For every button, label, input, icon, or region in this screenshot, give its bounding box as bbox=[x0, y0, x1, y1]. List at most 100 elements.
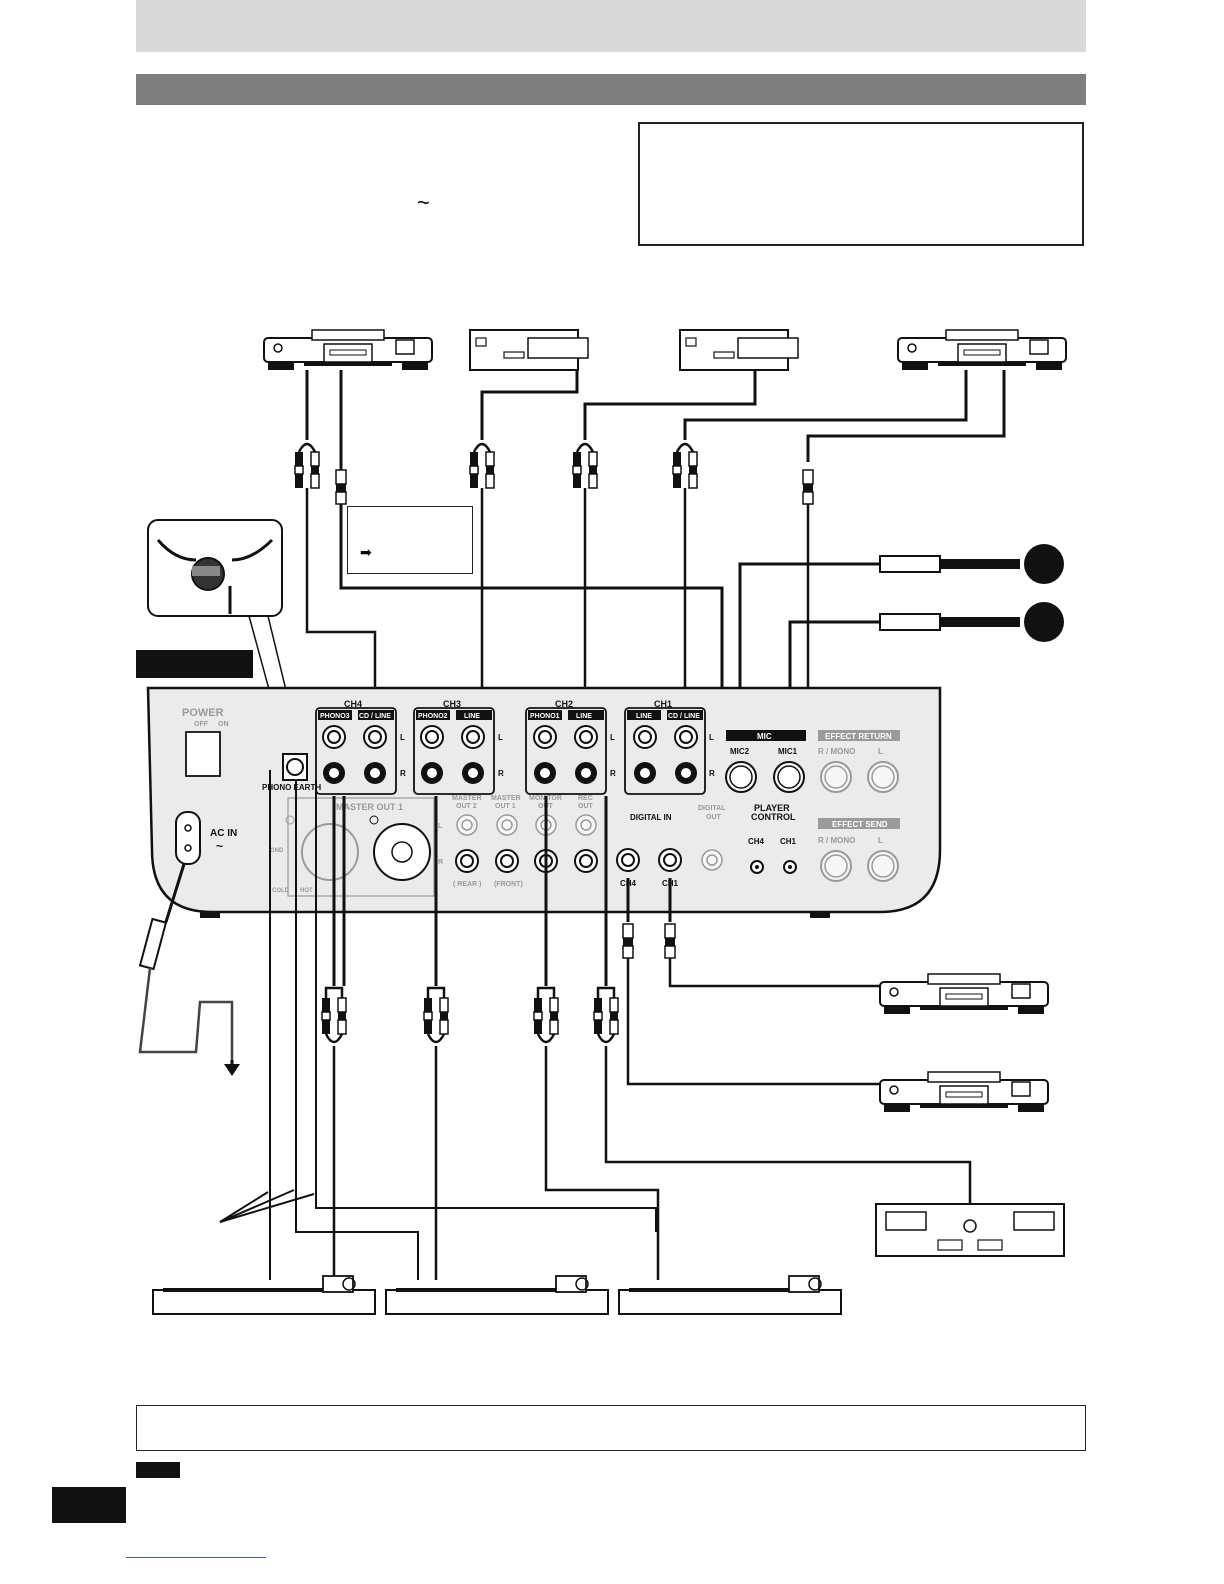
svg-text:COLD: COLD bbox=[272, 888, 290, 894]
header-band bbox=[136, 0, 1086, 52]
turntable-3 bbox=[617, 1274, 843, 1316]
phono-earth-terminal[interactable]: PHONO EARTH bbox=[262, 753, 321, 792]
rca-plug-bottom-2 bbox=[423, 997, 449, 1035]
svg-text:CH4: CH4 bbox=[748, 837, 765, 846]
cd-player-digital-ch1 bbox=[879, 973, 1049, 1015]
rca-plug-bottom-1 bbox=[321, 997, 347, 1035]
svg-text:R: R bbox=[709, 769, 715, 778]
channel-ch3: CH3 PHONO2 LINE bbox=[413, 699, 495, 795]
svg-text:CH4: CH4 bbox=[344, 699, 362, 709]
footer-link-underline[interactable] bbox=[126, 1557, 266, 1558]
svg-text:OUT: OUT bbox=[706, 814, 722, 821]
svg-text:L: L bbox=[498, 733, 503, 742]
svg-text:OUT: OUT bbox=[578, 803, 594, 810]
svg-text:CH1: CH1 bbox=[654, 699, 672, 709]
svg-text:L: L bbox=[709, 733, 714, 742]
svg-text:LINE: LINE bbox=[576, 713, 592, 720]
svg-text:MIC2: MIC2 bbox=[730, 747, 750, 756]
page-number-tab bbox=[52, 1487, 126, 1523]
rear-panel bbox=[146, 686, 942, 918]
svg-text:PHONO1: PHONO1 bbox=[530, 713, 560, 720]
svg-text:R / MONO: R / MONO bbox=[818, 836, 855, 845]
footer-note-box bbox=[136, 1405, 1086, 1451]
svg-text:MASTER: MASTER bbox=[452, 795, 482, 802]
svg-text:R / MONO: R / MONO bbox=[818, 747, 855, 756]
mic-inputs: MIC MIC2 MIC1 bbox=[725, 730, 806, 793]
power-switch[interactable]: POWER OFF ON bbox=[182, 707, 229, 777]
svg-text:L: L bbox=[438, 823, 443, 830]
svg-text:MASTER OUT 1: MASTER OUT 1 bbox=[336, 802, 403, 812]
md-deck-left bbox=[469, 329, 589, 371]
svg-text:MIC: MIC bbox=[757, 732, 772, 741]
svg-text:L: L bbox=[878, 747, 883, 756]
svg-text:L: L bbox=[878, 836, 883, 845]
control-plug-right bbox=[802, 469, 814, 505]
svg-text:DIGITAL IN: DIGITAL IN bbox=[630, 813, 672, 822]
svg-text:POWER: POWER bbox=[182, 707, 224, 719]
svg-text:R: R bbox=[400, 769, 406, 778]
rca-plug-bottom-3 bbox=[533, 997, 559, 1035]
cd-player-right bbox=[897, 329, 1067, 371]
digital-plug-ch4 bbox=[622, 923, 634, 959]
svg-text:L: L bbox=[610, 733, 615, 742]
rear-panel-tag bbox=[136, 650, 253, 678]
svg-text:OFF: OFF bbox=[194, 721, 209, 728]
svg-text:CONTROL: CONTROL bbox=[751, 812, 796, 822]
svg-text:R: R bbox=[610, 769, 616, 778]
digital-out-jack: DIGITAL OUT bbox=[698, 805, 726, 871]
svg-text:LINE: LINE bbox=[636, 713, 652, 720]
note-box bbox=[638, 122, 1084, 246]
svg-text:CD / LINE: CD / LINE bbox=[668, 713, 700, 720]
svg-text:EFFECT RETURN: EFFECT RETURN bbox=[825, 732, 892, 741]
md-deck-right bbox=[679, 329, 799, 371]
section-heading-band bbox=[136, 74, 1086, 105]
cd-player-left bbox=[263, 329, 433, 371]
ac-tilde-symbol: ~ bbox=[417, 190, 430, 215]
microphone-2 bbox=[788, 602, 1064, 760]
svg-text:MIC1: MIC1 bbox=[778, 747, 798, 756]
svg-text:DIGITAL: DIGITAL bbox=[698, 805, 726, 812]
svg-text:REC: REC bbox=[578, 795, 593, 802]
svg-text:PHONO EARTH: PHONO EARTH bbox=[262, 783, 321, 792]
earth-terminal-callout bbox=[147, 519, 301, 749]
cd-player-digital-ch4 bbox=[879, 1071, 1049, 1113]
cable-note-box: ➡ bbox=[347, 506, 473, 574]
rca-plug-ch2 bbox=[572, 451, 598, 489]
turntable-1 bbox=[151, 1274, 377, 1316]
power-cord bbox=[138, 863, 240, 1076]
svg-text:CH3: CH3 bbox=[443, 699, 461, 709]
turntable-2 bbox=[384, 1274, 610, 1316]
svg-text:OUT 1: OUT 1 bbox=[495, 803, 516, 810]
svg-text:AC IN: AC IN bbox=[210, 828, 237, 839]
master-out-1-xlr: MASTER OUT 1 GND COLD HOT bbox=[270, 797, 435, 897]
svg-text:GND: GND bbox=[270, 848, 284, 854]
player-control-jacks: PLAYER CONTROL CH4 CH1 bbox=[748, 803, 797, 874]
microphone-1 bbox=[738, 544, 1064, 852]
cassette-deck bbox=[875, 1203, 1065, 1257]
rca-plug-bottom-4 bbox=[593, 997, 619, 1035]
rca-plug-ch1 bbox=[672, 451, 698, 489]
ac-in-socket[interactable]: AC IN ~ bbox=[175, 811, 237, 865]
lr-markers: L R L R L R L R bbox=[400, 733, 715, 778]
digital-plug-ch1 bbox=[664, 923, 676, 959]
svg-text:ON: ON bbox=[218, 721, 229, 728]
svg-text:EFFECT SEND: EFFECT SEND bbox=[832, 820, 888, 829]
svg-text:CH1: CH1 bbox=[780, 837, 797, 846]
channel-ch2: CH2 PHONO1 LINE bbox=[525, 699, 607, 795]
svg-text:PHONO2: PHONO2 bbox=[418, 713, 448, 720]
svg-text:( REAR ): ( REAR ) bbox=[453, 881, 481, 888]
channel-ch4: CH4 PHONO3 CD / LINE bbox=[315, 699, 397, 795]
svg-text:(FRONT): (FRONT) bbox=[494, 881, 523, 888]
svg-text:L: L bbox=[400, 733, 405, 742]
svg-text:CD / LINE: CD / LINE bbox=[359, 713, 391, 720]
svg-text:~: ~ bbox=[216, 839, 223, 853]
rca-plug-ch4 bbox=[294, 451, 320, 489]
channel-ch1: CH1 LINE CD / LINE bbox=[624, 699, 706, 795]
arrow-icon: ➡ bbox=[360, 544, 372, 560]
svg-text:LINE: LINE bbox=[464, 713, 480, 720]
svg-text:MASTER: MASTER bbox=[491, 795, 521, 802]
note-tag bbox=[136, 1462, 180, 1478]
svg-text:R: R bbox=[498, 769, 504, 778]
effect-return-jacks: EFFECT RETURN R / MONO L bbox=[818, 730, 900, 793]
